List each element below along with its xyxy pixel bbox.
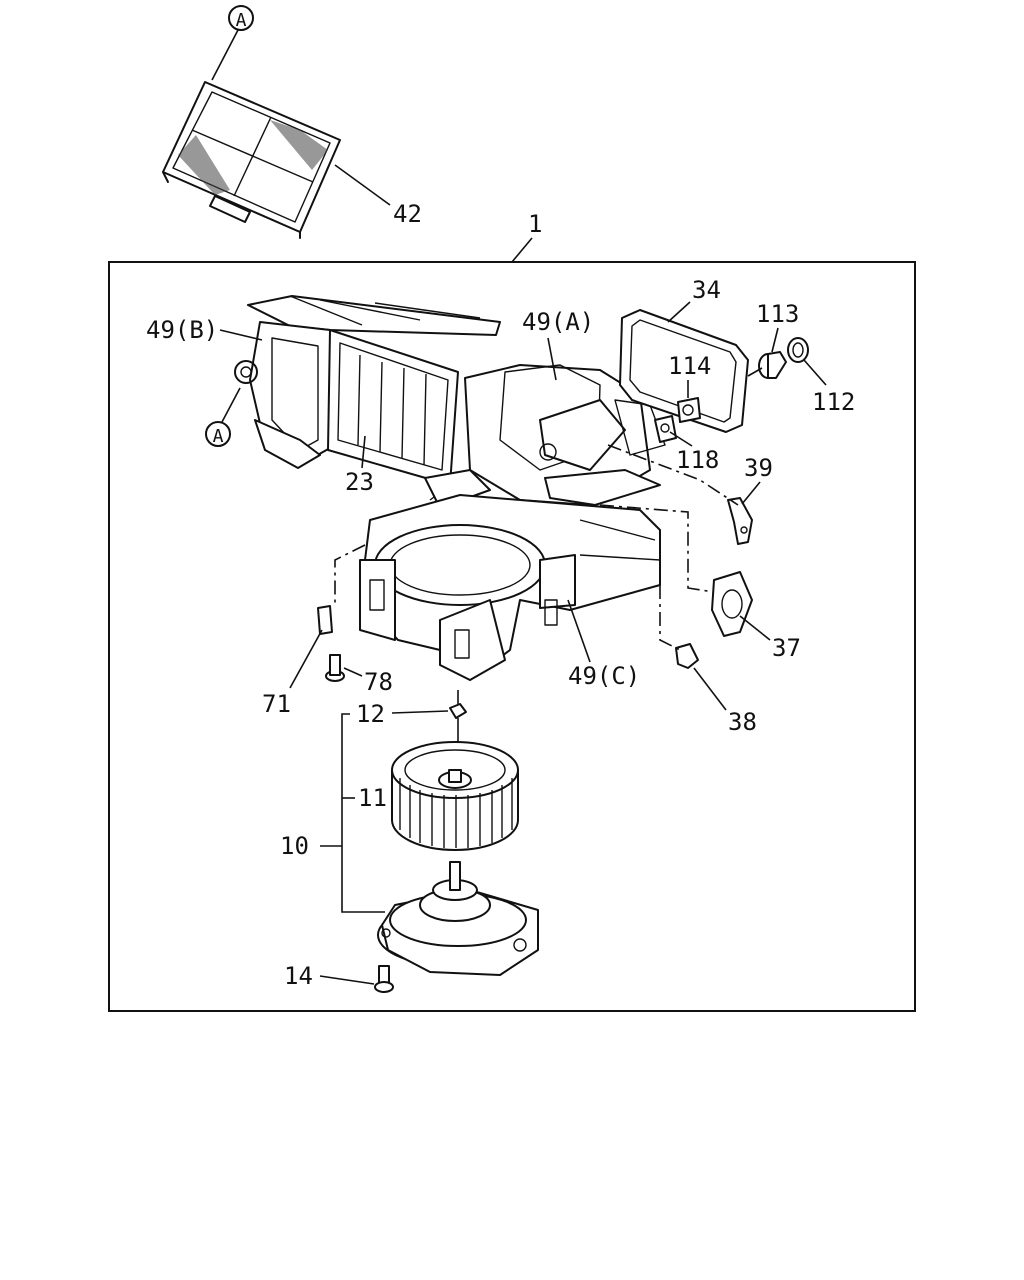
label-1: 1: [528, 210, 542, 238]
blower-bracket-10: [320, 713, 385, 913]
label-49b: 49(B): [146, 316, 218, 344]
clip-71-part: [317, 605, 333, 635]
upper-case-49a-part: [424, 364, 666, 509]
gasket-37-part: [711, 571, 753, 637]
nut-12-part: [449, 703, 467, 719]
filter-element-part: [162, 81, 341, 239]
label-118: 118: [676, 446, 719, 474]
clip-114-part: [677, 397, 701, 423]
label-37: 37: [772, 634, 801, 662]
callout-a-left: A: [205, 387, 241, 447]
label-10: 10: [280, 832, 309, 860]
fan-blades: [399, 778, 513, 848]
assembly-frame: [108, 261, 916, 1012]
label-112: 112: [812, 388, 855, 416]
label-49a: 49(A): [522, 308, 594, 336]
label-38: 38: [728, 708, 757, 736]
label-71: 71: [262, 690, 291, 718]
screw-78-part: [325, 654, 345, 682]
label-14: 14: [284, 962, 313, 990]
filter-mesh: [178, 120, 328, 195]
fan-11-part: [391, 741, 519, 851]
bracket-39-part: [727, 497, 753, 545]
label-49c: 49(C): [568, 662, 640, 690]
label-114: 114: [668, 352, 711, 380]
label-78: 78: [364, 668, 393, 696]
clip-38-part: [675, 643, 699, 669]
label-39: 39: [744, 454, 773, 482]
label-11: 11: [358, 784, 387, 812]
label-34: 34: [692, 276, 721, 304]
cap-112-part: [787, 337, 809, 363]
upper-case-49b-part: [234, 295, 501, 469]
gasket-118-part: [654, 415, 677, 443]
label-113: 113: [756, 300, 799, 328]
seal-34-part: [619, 309, 749, 433]
screw-14-part: [374, 965, 394, 993]
grommet-113-part: [747, 351, 787, 379]
label-23: 23: [345, 468, 374, 496]
label-12: 12: [356, 700, 385, 728]
callout-a-top: A: [211, 5, 254, 81]
core-23-part: [327, 329, 459, 486]
callout-a-left-label: A: [213, 426, 224, 447]
callout-a-top-label: A: [236, 10, 247, 31]
motor-part: [377, 861, 539, 976]
lower-case-49c-part: [359, 494, 661, 681]
label-42: 42: [393, 200, 422, 228]
